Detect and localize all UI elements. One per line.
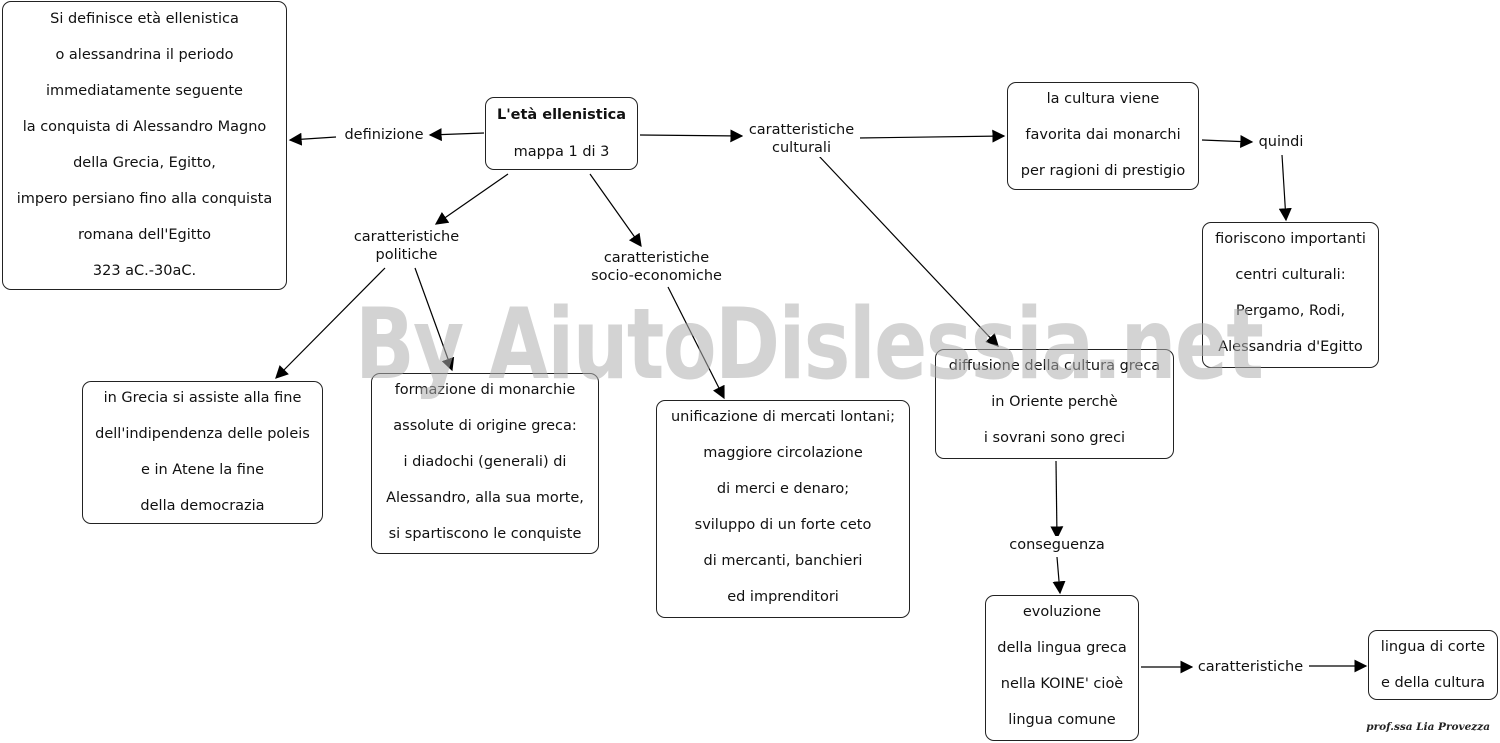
box-line: ed imprenditori bbox=[727, 589, 839, 605]
definition-line: 323 aC.-30aC. bbox=[92, 263, 197, 279]
definition-box: Si definisce età ellenistica o alessandr… bbox=[2, 1, 287, 290]
link-conseguenza: conseguenza bbox=[1003, 536, 1111, 554]
link-quindi: quindi bbox=[1255, 133, 1307, 151]
box-line: dell'indipendenza delle poleis bbox=[95, 426, 310, 442]
box-line: della democrazia bbox=[140, 498, 265, 514]
arrow-definizione-to-definition-box bbox=[288, 132, 337, 146]
box-line: la cultura viene bbox=[1046, 91, 1160, 107]
title-box: L'età ellenistica mappa 1 di 3 bbox=[485, 97, 638, 170]
box-line: formazione di monarchie bbox=[394, 382, 576, 398]
mercati-box: unificazione di mercati lontani; maggior… bbox=[656, 400, 910, 618]
link-politiche-line1: caratteristiche bbox=[353, 229, 460, 245]
cultura-favorita-box: la cultura viene favorita dai monarchi p… bbox=[1007, 82, 1199, 190]
box-line: fioriscono importanti bbox=[1215, 231, 1366, 247]
box-line: della lingua greca bbox=[997, 640, 1127, 656]
box-line: Pergamo, Rodi, bbox=[1235, 303, 1346, 319]
lingua-corte-box: lingua di corte e della cultura bbox=[1368, 630, 1498, 700]
box-line: per ragioni di prestigio bbox=[1020, 163, 1186, 179]
definition-line: immediatamente seguente bbox=[46, 83, 243, 99]
box-line: centri culturali: bbox=[1235, 267, 1346, 283]
centri-culturali-box: fioriscono importanti centri culturali: … bbox=[1202, 222, 1379, 368]
box-line: Alessandro, alla sua morte, bbox=[386, 490, 584, 506]
box-line: lingua comune bbox=[1008, 712, 1116, 728]
arrow-title-to-politiche bbox=[434, 173, 509, 225]
grecia-fine-box: in Grecia si assiste alla fine dell'indi… bbox=[82, 381, 323, 524]
box-line: in Oriente perchè bbox=[991, 394, 1118, 410]
definition-line: la conquista di Alessandro Magno bbox=[22, 119, 267, 135]
link-definizione: definizione bbox=[340, 126, 428, 144]
link-definizione-text: definizione bbox=[344, 127, 424, 143]
box-line: si spartiscono le conquiste bbox=[388, 526, 582, 542]
definition-line: Si definisce età ellenistica bbox=[50, 11, 239, 27]
author-signature: prof.ssa Lia Provezza bbox=[1366, 721, 1490, 733]
link-caratteristiche-text: caratteristiche bbox=[1197, 659, 1304, 675]
box-line: sviluppo di un forte ceto bbox=[694, 517, 872, 533]
box-line: e in Atene la fine bbox=[140, 462, 265, 478]
box-line: evoluzione bbox=[1022, 604, 1102, 620]
arrow-quindi-to-centri bbox=[1278, 154, 1292, 222]
definition-line: della Grecia, Egitto, bbox=[73, 155, 216, 171]
arrow-politiche-to-grecia bbox=[275, 267, 386, 379]
monarchie-box: formazione di monarchie assolute di orig… bbox=[371, 373, 599, 554]
link-culturali-line1: caratteristiche bbox=[748, 122, 855, 138]
definition-line: impero persiano fino alla conquista bbox=[16, 191, 273, 207]
arrow-socio-to-mercati bbox=[667, 286, 725, 400]
box-line: lingua di corte bbox=[1380, 639, 1486, 655]
box-line: maggiore circolazione bbox=[703, 445, 863, 461]
box-line: unificazione di mercati lontani; bbox=[670, 409, 896, 425]
title-text: L'età ellenistica bbox=[496, 107, 627, 123]
arrow-title-to-socio bbox=[589, 173, 642, 248]
box-line: nella KOINE' cioè bbox=[1000, 676, 1124, 692]
arrow-title-to-definizione bbox=[428, 128, 485, 142]
box-line: favorita dai monarchi bbox=[1025, 127, 1181, 143]
link-socio-line2: socio-economiche bbox=[591, 268, 722, 284]
box-line: in Grecia si assiste alla fine bbox=[103, 390, 302, 406]
link-quindi-text: quindi bbox=[1258, 134, 1304, 150]
box-line: i sovrani sono greci bbox=[983, 430, 1126, 446]
link-caratteristiche-culturali: caratteristiche culturali bbox=[743, 121, 860, 157]
link-conseguenza-text: conseguenza bbox=[1009, 537, 1105, 553]
definition-line: romana dell'Egitto bbox=[77, 227, 211, 243]
map-number: mappa 1 di 3 bbox=[513, 144, 610, 160]
box-line: i diadochi (generali) di bbox=[403, 454, 567, 470]
arrow-title-to-culturali bbox=[639, 129, 744, 143]
link-culturali-line2: culturali bbox=[772, 140, 831, 156]
link-politiche-line2: politiche bbox=[375, 247, 438, 263]
arrow-culturali-to-diffusione bbox=[817, 154, 999, 347]
link-caratteristiche-socio-economiche: caratteristiche socio-economiche bbox=[584, 249, 729, 285]
diffusione-box: diffusione della cultura greca in Orient… bbox=[935, 349, 1174, 459]
arrow-conseguenza-to-koine bbox=[1052, 556, 1066, 595]
link-caratteristiche: caratteristiche bbox=[1193, 658, 1308, 676]
arrow-culturali-to-cultura-favorita bbox=[857, 129, 1006, 143]
box-line: e della cultura bbox=[1380, 675, 1486, 691]
arrow-cultura-to-quindi bbox=[1201, 135, 1254, 149]
arrow-politiche-to-monarchie bbox=[414, 267, 455, 372]
box-line: di merci e denaro; bbox=[716, 481, 850, 497]
box-line: di mercanti, banchieri bbox=[703, 553, 863, 569]
link-socio-line1: caratteristiche bbox=[603, 250, 710, 266]
link-caratteristiche-politiche: caratteristiche politiche bbox=[348, 228, 465, 264]
koine-box: evoluzione della lingua greca nella KOIN… bbox=[985, 595, 1139, 741]
definition-line: o alessandrina il periodo bbox=[55, 47, 234, 63]
box-line: Alessandria d'Egitto bbox=[1218, 339, 1363, 355]
box-line: diffusione della cultura greca bbox=[948, 358, 1161, 374]
arrow-diffusione-to-conseguenza bbox=[1050, 460, 1064, 540]
box-line: assolute di origine greca: bbox=[393, 418, 577, 434]
